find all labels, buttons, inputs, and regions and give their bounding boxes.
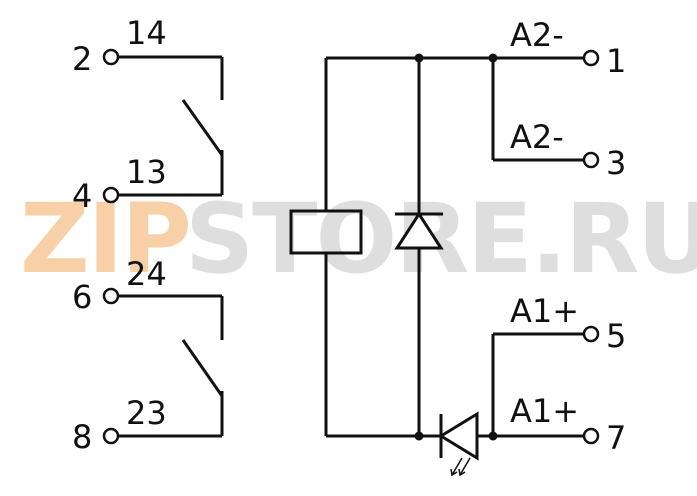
- label-a1-bottom: A1+: [510, 392, 579, 430]
- label-24: 24: [126, 255, 167, 293]
- junction-dot: [414, 53, 424, 63]
- contact-k2-blade: [181, 339, 224, 397]
- freewheel-diode: [394, 211, 444, 250]
- terminal-5: [582, 325, 600, 343]
- led-arrow-1: [451, 457, 463, 476]
- led-arrow-2: [459, 457, 471, 476]
- watermark-store: STORE.RU: [185, 183, 697, 295]
- terminal-1: [582, 49, 600, 67]
- pin-4: 4: [72, 177, 92, 215]
- watermark-zip: ZIP: [20, 183, 190, 295]
- terminal-8: [102, 427, 120, 445]
- junction-dot: [414, 431, 424, 441]
- indicator-led: [438, 411, 479, 477]
- pin-7: 7: [606, 419, 626, 457]
- pin-2: 2: [72, 40, 92, 78]
- label-a1-top: A1+: [510, 292, 579, 330]
- pin-5: 5: [606, 317, 626, 355]
- contact-k1-blade: [181, 99, 224, 156]
- pin-3: 3: [606, 144, 626, 182]
- terminal-2: [102, 48, 120, 66]
- terminal-6: [102, 287, 120, 305]
- label-14: 14: [126, 14, 167, 52]
- junction-dot: [488, 431, 498, 441]
- label-a2-bottom: A2-: [510, 118, 564, 156]
- label-a2-top: A2-: [510, 16, 564, 54]
- contact-k2: [102, 287, 224, 445]
- diode-triangle: [394, 211, 444, 250]
- contact-k1: [102, 48, 224, 204]
- watermark: ZIP STORE.RU: [20, 183, 697, 295]
- junction-dot: [488, 53, 498, 63]
- terminal-3: [582, 151, 600, 169]
- terminal-4: [102, 186, 120, 204]
- pin-6: 6: [72, 278, 92, 316]
- label-23: 23: [126, 394, 167, 432]
- pin-8: 8: [72, 418, 92, 456]
- led-triangle: [438, 411, 479, 461]
- terminal-7: [582, 427, 600, 445]
- label-13: 13: [126, 153, 167, 191]
- led-arrowhead-1: [450, 468, 458, 477]
- led-arrowhead-2: [458, 468, 466, 477]
- pin-1: 1: [606, 42, 626, 80]
- coil-circuit: [289, 49, 600, 477]
